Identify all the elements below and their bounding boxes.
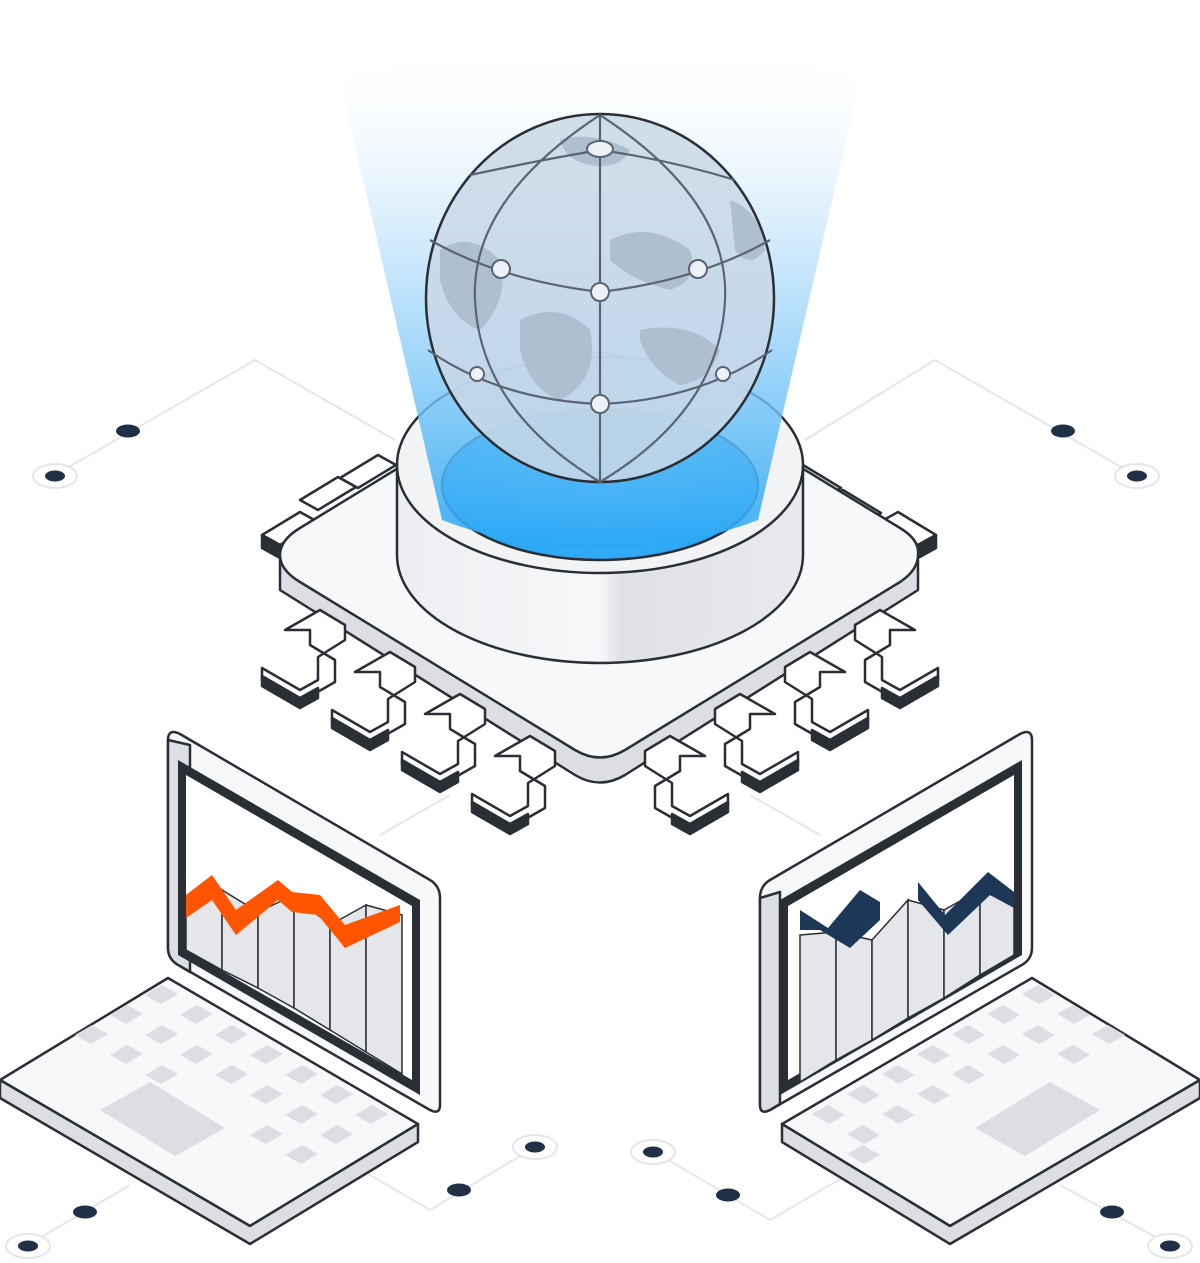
network-node-icon [1100, 1205, 1124, 1219]
network-node-icon [1114, 463, 1160, 489]
network-node-icon [630, 1139, 676, 1165]
network-node-icon [1051, 424, 1075, 438]
touchpad [100, 1082, 225, 1156]
line-chart-icon [185, 875, 403, 1076]
line-chart-icon [799, 872, 1015, 1084]
network-node-icon [447, 1183, 471, 1197]
network-node-icon [716, 1188, 740, 1202]
network-node-icon [512, 1134, 558, 1160]
network-node-icon [5, 1233, 51, 1259]
laptop-icon [0, 730, 442, 1246]
network-node-icon [32, 463, 78, 489]
keyboard [812, 985, 1125, 1164]
network-node-icon [1147, 1233, 1193, 1259]
laptop-icon [758, 730, 1200, 1246]
chart-line-left [186, 875, 400, 948]
globe-icon [424, 112, 776, 484]
network-node-icon [116, 424, 140, 438]
keyboard [75, 985, 388, 1164]
touchpad [975, 1082, 1100, 1156]
chip-pins-front [260, 608, 940, 836]
chart-line-right [800, 890, 880, 948]
network-node-icon [73, 1205, 97, 1219]
chart-line-right-2 [918, 872, 1014, 935]
network-nodes [5, 424, 1193, 1259]
